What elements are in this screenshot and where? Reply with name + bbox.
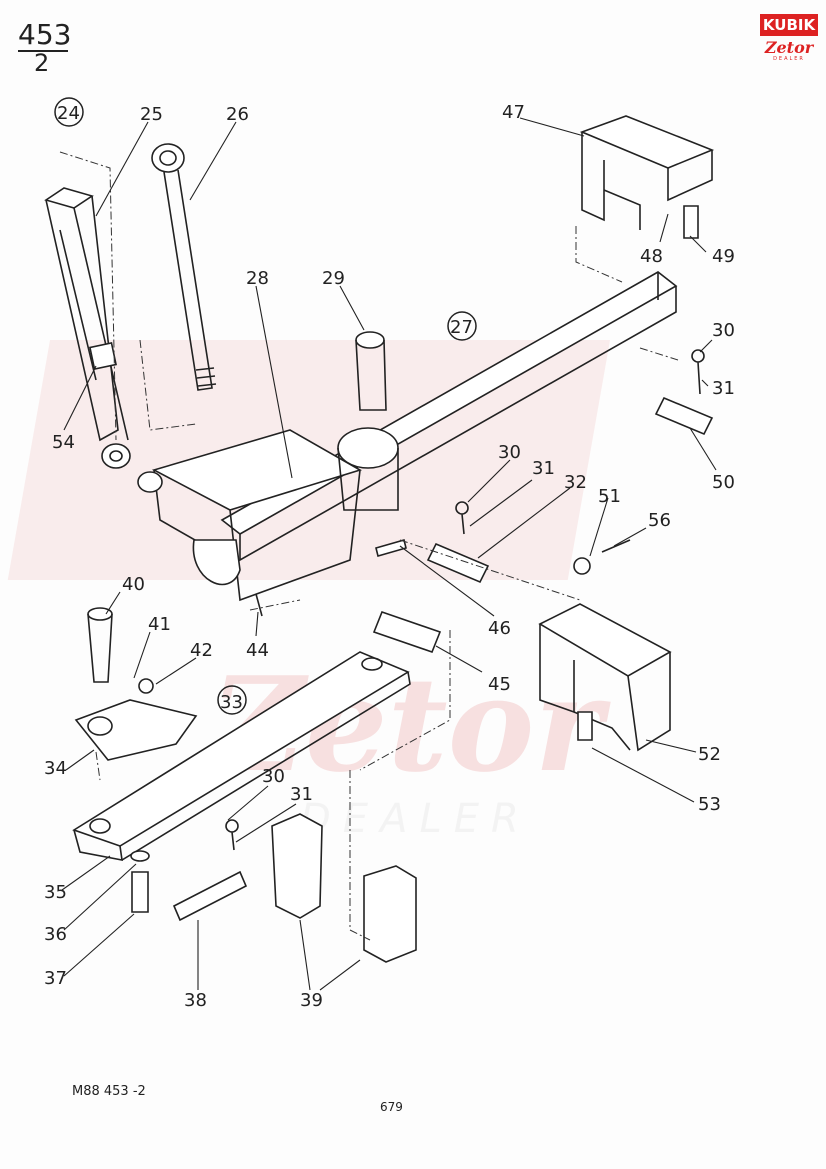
label-35: 35 <box>44 882 67 903</box>
part-lower-link <box>72 651 411 861</box>
label-48: 48 <box>640 246 663 267</box>
label-32: 32 <box>564 472 587 493</box>
label-52: 52 <box>698 744 721 765</box>
part-lift-rod <box>151 143 217 391</box>
part-block-39 <box>271 813 417 963</box>
part-nut-51 <box>573 557 591 575</box>
label-29: 29 <box>322 268 345 289</box>
drawing-code: M88 453 -2 <box>72 1084 146 1099</box>
circled-markers <box>54 97 477 715</box>
label-46: 46 <box>488 618 511 639</box>
part-clip-30a <box>691 349 705 395</box>
part-pin-38 <box>172 870 248 922</box>
part-clip-30b <box>455 501 469 535</box>
part-pin-32 <box>426 542 490 584</box>
label-38: 38 <box>184 990 207 1011</box>
label-54: 54 <box>52 432 75 453</box>
part-clip-30c <box>225 819 239 851</box>
part-bolt-53 <box>577 711 593 741</box>
label-40: 40 <box>122 574 145 595</box>
label-30-a: 30 <box>712 320 735 341</box>
label-26: 26 <box>226 104 249 125</box>
part-bolt-49 <box>683 205 699 239</box>
label-50: 50 <box>712 472 735 493</box>
part-labels: 24 25 26 27 28 29 30 31 30 31 32 33 34 3… <box>44 102 735 1011</box>
label-30-c: 30 <box>262 766 285 787</box>
page-number: 679 <box>380 1100 403 1114</box>
label-34: 34 <box>44 758 67 779</box>
label-37: 37 <box>44 968 67 989</box>
line-art <box>44 115 715 963</box>
label-24: 24 <box>57 103 80 124</box>
part-pivot-boss <box>337 427 399 469</box>
label-56: 56 <box>648 510 671 531</box>
part-bolt-46 <box>375 539 407 557</box>
watermark-tag: DEALER <box>300 796 531 842</box>
part-pin-45 <box>372 610 442 654</box>
part-clip-42 <box>138 678 154 694</box>
part-bracket-47 <box>579 115 715 230</box>
label-31-a: 31 <box>712 378 735 399</box>
part-cotter-44 <box>255 593 263 617</box>
label-31-b: 31 <box>532 458 555 479</box>
label-39: 39 <box>300 990 323 1011</box>
label-49: 49 <box>712 246 735 267</box>
label-47: 47 <box>502 102 525 123</box>
label-51: 51 <box>598 486 621 507</box>
label-53: 53 <box>698 794 721 815</box>
label-28: 28 <box>246 268 269 289</box>
leader-lines <box>61 117 717 991</box>
kubik-zetor-logo: KUBIK Zetor DEALER <box>760 14 818 62</box>
logo-dealer: DEALER <box>773 56 805 62</box>
label-44: 44 <box>246 640 269 661</box>
sheet-number-rule <box>18 50 68 52</box>
part-pin-40 <box>87 607 113 683</box>
part-washer-36 <box>130 850 150 862</box>
label-27: 27 <box>450 317 473 338</box>
part-turnbuckle <box>44 187 131 469</box>
sheet-number: 453 <box>18 18 72 51</box>
watermark: Zetor DEALER <box>7 340 611 842</box>
label-45: 45 <box>488 674 511 695</box>
sheet-subnumber: 2 <box>34 49 50 77</box>
part-frame <box>137 429 363 602</box>
label-36: 36 <box>44 924 67 945</box>
label-33: 33 <box>220 692 243 713</box>
part-cotter-56 <box>601 539 631 553</box>
label-30-b: 30 <box>498 442 521 463</box>
label-42: 42 <box>190 640 213 661</box>
alignment-lines <box>59 151 679 941</box>
label-31-c: 31 <box>290 784 313 805</box>
logo-zetor: Zetor <box>764 38 814 57</box>
label-41: 41 <box>148 614 171 635</box>
label-25: 25 <box>140 104 163 125</box>
part-pin-29 <box>355 331 387 411</box>
part-bolt-37 <box>131 871 149 913</box>
part-eye-34 <box>74 699 198 761</box>
part-pin-50 <box>654 396 714 436</box>
logo-kubik: KUBIK <box>760 14 818 36</box>
part-hook <box>192 539 241 586</box>
